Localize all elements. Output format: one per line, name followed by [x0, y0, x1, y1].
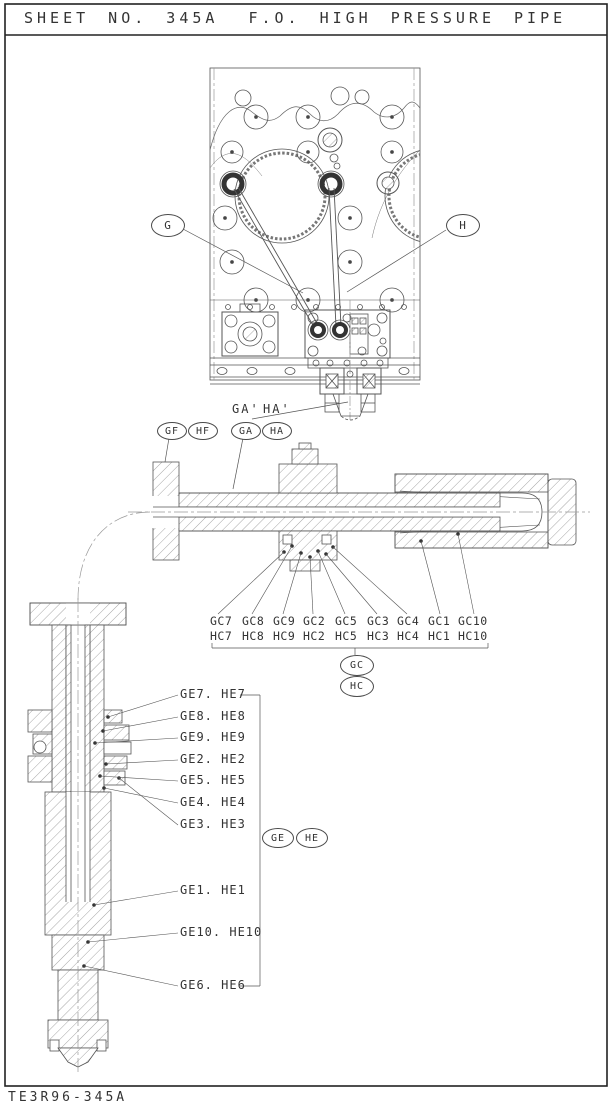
gc-label: GC2	[303, 614, 326, 628]
ge-part-label: GE9. HE9	[180, 730, 246, 744]
hc-label: HC3	[367, 629, 390, 643]
page-title: F.O. HIGH PRESSURE PIPE	[248, 9, 567, 27]
callout-gf-label: GF	[164, 425, 180, 437]
callout-h: H	[446, 214, 480, 237]
callout-hf-label: HF	[195, 425, 211, 437]
ge-part-label: GE1. HE1	[180, 883, 246, 897]
injection-pipe-section-view	[27, 598, 261, 1072]
ge-bracket	[240, 694, 261, 987]
callout-hc: HC	[340, 676, 374, 697]
callout-he-label: HE	[304, 832, 320, 844]
clamp	[27, 709, 53, 783]
callout-ha-label: HA	[269, 425, 285, 437]
ref-label-ga: GA'	[232, 402, 260, 416]
callout-ga: GA	[231, 422, 261, 440]
ge-part-label: GE3. HE3	[180, 817, 246, 831]
gh-leaders	[182, 228, 447, 294]
callout-gc-label: GC	[349, 660, 365, 671]
hc-label: HC10	[458, 629, 488, 643]
ge-part-label: GE6. HE6	[180, 978, 246, 992]
gc-label: GC5	[335, 614, 358, 628]
callout-g-label: G	[164, 219, 172, 232]
gc-label: GC9	[273, 614, 296, 628]
gc-label: GC1	[428, 614, 451, 628]
pump-plate	[304, 309, 391, 369]
sheet-title: SHEET NO. 345A F.O. HIGH PRESSURE PIPE	[24, 9, 566, 27]
hc-label: HC8	[242, 629, 265, 643]
ge-part-label: GE2. HE2	[180, 752, 246, 766]
high-pressure-pipes	[233, 186, 342, 328]
hc-label: HC9	[273, 629, 296, 643]
hc-label: HC1	[428, 629, 451, 643]
callout-hf: HF	[188, 422, 218, 440]
sheet-number: SHEET NO. 345A	[24, 9, 219, 27]
collar-parts	[103, 709, 132, 786]
hc-label: HC2	[303, 629, 326, 643]
sheet-border	[4, 3, 608, 1087]
callout-he: HE	[296, 828, 328, 848]
ge-part-label: GE7. HE7	[180, 687, 246, 701]
callout-ga-label: GA	[238, 425, 254, 437]
callout-ha: HA	[262, 422, 292, 440]
ref-label-ha: HA'	[263, 402, 291, 416]
gc-label: GC3	[367, 614, 390, 628]
left-flange-plate	[221, 303, 279, 357]
ge-part-label: GE5. HE5	[180, 773, 246, 787]
ge-part-label: GE4. HE4	[180, 795, 246, 809]
ge-leader-lines	[83, 694, 179, 987]
gc-label: GC8	[242, 614, 265, 628]
ge-part-label: GE8. HE8	[180, 709, 246, 723]
callout-hc-label: HC	[349, 681, 365, 692]
callout-gf: GF	[157, 422, 187, 440]
gc-leader-lines	[217, 533, 475, 615]
callout-gc: GC	[340, 655, 374, 676]
drawing-number: TE3R96-345A	[8, 1090, 128, 1105]
hc-label: HC4	[397, 629, 420, 643]
ge-part-label: GE10. HE10	[180, 925, 263, 939]
gc-label: GC4	[397, 614, 420, 628]
callout-ge-label: GE	[270, 832, 286, 844]
callout-h-label: H	[459, 219, 467, 232]
pipe-unions	[219, 170, 345, 198]
gc-label: GC10	[458, 614, 488, 628]
gc-underbrace	[211, 643, 489, 655]
callout-ge: GE	[262, 828, 294, 848]
pipe-section-view	[77, 401, 590, 655]
engine-top-view	[182, 67, 447, 421]
gc-label: GC7	[210, 614, 233, 628]
hc-label: HC5	[335, 629, 358, 643]
callout-g: G	[151, 214, 185, 237]
hc-label: HC7	[210, 629, 233, 643]
pump-bracket	[319, 300, 382, 421]
